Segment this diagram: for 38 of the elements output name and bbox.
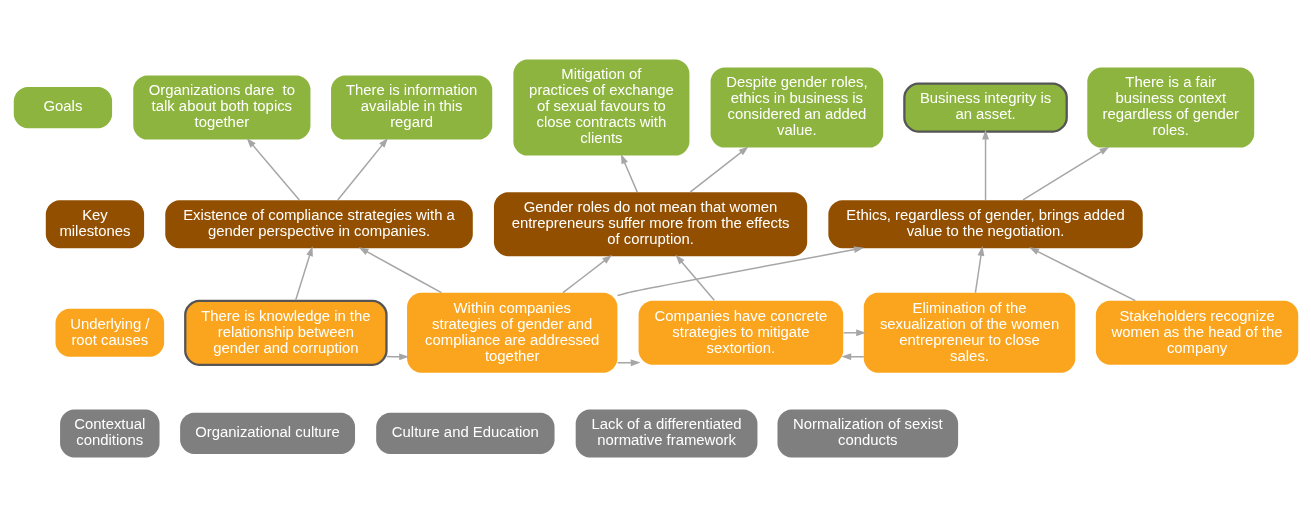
node-box: Business integrity is an asset. [902, 81, 1068, 133]
node-box: Organizational culture [179, 412, 355, 454]
node-box: Within companies strategies of gender and compliance are addressed together [406, 292, 617, 373]
node-box: There is knowledge in the relationship between gender and corruption [183, 299, 388, 366]
node-box: Despite gender roles, ethics in business is considered an added value. [710, 67, 883, 148]
node-box: Companies have concrete strategies to mitigate sextortion. [638, 300, 843, 365]
arrow [1028, 246, 1136, 301]
arrow [616, 358, 641, 366]
node-box: Stakeholders recognize women as the head of the company [1095, 300, 1298, 365]
node-box: Culture and Education [375, 412, 555, 454]
arrow [842, 328, 866, 336]
arrow [336, 137, 388, 201]
node-box: There is a fair business context regardless of gender roles. [1086, 67, 1254, 148]
arrow [675, 254, 715, 301]
arrow [981, 129, 989, 201]
arrow [974, 245, 984, 293]
arrow [1021, 146, 1109, 201]
node-box: There is information available in this regard [330, 75, 492, 140]
arrow [620, 153, 638, 193]
node-box: Lack of a differentiated normative framework [575, 408, 757, 457]
arrow [246, 137, 300, 201]
arrow [294, 245, 313, 301]
node-box: Goals [13, 86, 112, 128]
node-box: Normalization of sexist conducts [776, 408, 958, 457]
node-box: Organizations dare to talk about both topics together [132, 75, 310, 140]
node-box: Existence of compliance strategies with a gender perspective in companies. [164, 199, 473, 248]
arrow [616, 245, 864, 296]
node-box: Key milestones [45, 199, 144, 248]
arrow [358, 246, 442, 293]
node-box: Elimination of the sexualization of the women entrepreneur to close sales. [863, 292, 1075, 373]
arrow [561, 254, 612, 293]
node-box: Mitigation of practices of exchange of sexual favours to close contracts with clients [512, 59, 689, 156]
node-box: Gender roles do not mean that women entrepreneurs suffer more from the effects of corruption. [493, 191, 807, 256]
node-box: Underlying / root causes [55, 308, 164, 357]
arrow [840, 352, 865, 360]
node-box: Ethics, regardless of gender, brings added value to the negotiation. [827, 199, 1143, 248]
arrow [688, 146, 749, 193]
node-box: Contextual conditions [59, 408, 160, 457]
